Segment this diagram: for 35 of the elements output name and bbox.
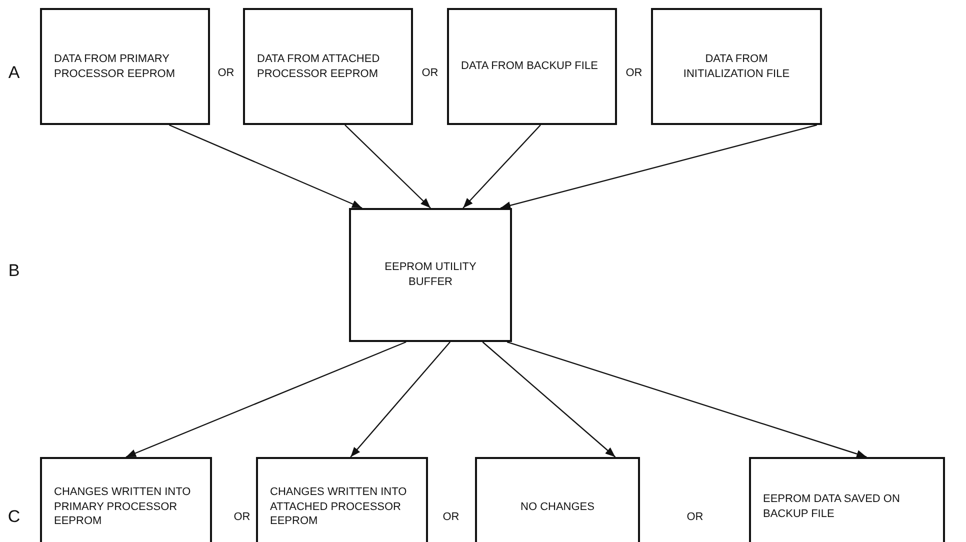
box-text: DATA FROM INITIALIZATION FILE (682, 52, 791, 82)
box-text: EEPROM DATA SAVED ON BACKUP FILE (763, 492, 901, 522)
arrow (506, 341, 867, 458)
box-text: EEPROM UTILITY BUFFER (384, 260, 478, 290)
arrow (482, 342, 616, 458)
box-text: CHANGES WRITTEN INTO PRIMARY PROCESSOR EEPROM (54, 484, 192, 530)
process-box (256, 457, 428, 542)
arrow (350, 342, 451, 458)
arrow (168, 124, 362, 209)
or-label: OR (422, 67, 438, 79)
box-text: DATA FROM BACKUP FILE (461, 59, 598, 74)
process-box (749, 457, 945, 542)
row-letter: A (8, 63, 20, 83)
arrow (462, 124, 541, 208)
or-label: OR (442, 511, 460, 523)
box-text: DATA FROM PRIMARY PROCESSOR EEPROM (54, 52, 176, 82)
process-box (447, 8, 617, 125)
row-letter: B (8, 261, 20, 281)
box-text: NO CHANGES (520, 500, 594, 514)
box-text: DATA FROM ATTACHED PROCESSOR EEPROM (257, 52, 381, 82)
process-box (40, 457, 212, 542)
or-label: OR (218, 67, 234, 79)
process-box (243, 8, 413, 125)
or-label: OR (686, 511, 704, 523)
box-text: CHANGES WRITTEN INTO ATTACHED PROCESSOR EEPROM (270, 484, 408, 530)
arrow (126, 341, 406, 458)
arrow (500, 124, 818, 210)
process-box (349, 208, 512, 342)
process-box (40, 8, 210, 125)
process-box (475, 457, 640, 542)
row-letter: C (8, 507, 20, 527)
or-label: OR (234, 511, 250, 523)
or-label: OR (626, 67, 642, 79)
process-box (651, 8, 822, 125)
arrow (344, 124, 431, 208)
